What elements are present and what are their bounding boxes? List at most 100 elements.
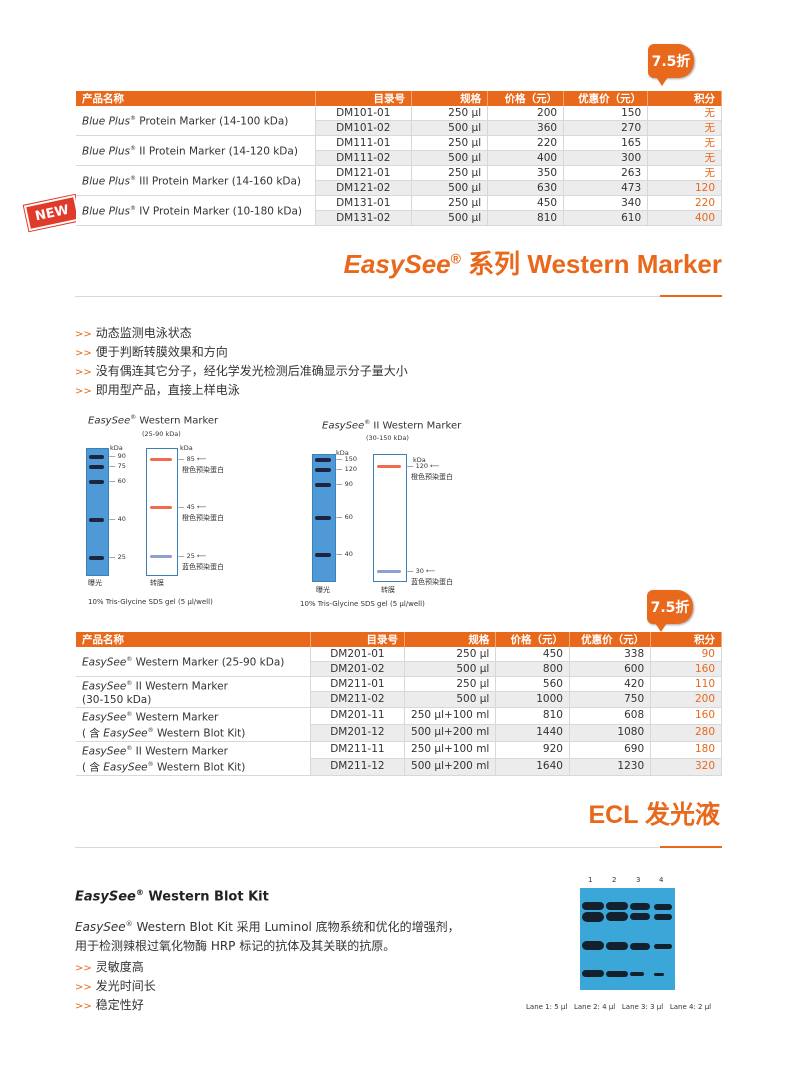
ladder-band [315,458,331,462]
table-cell: 690 [569,741,652,759]
discount-badge-1: 7.5折 [648,44,694,86]
transfer-tick-label: — 25 ⟵ [178,552,207,560]
bullet-arrow-icon: >> [75,386,92,397]
kit-description-1: EasySee® Western Blot Kit 采用 Luminol 底物系… [75,920,460,934]
table-cell: 250 μl [411,165,489,181]
table-header-cell: 目录号 [315,91,412,106]
table-header-cell: 产品名称 [76,91,316,106]
table-cell: 无 [647,135,722,151]
table-row: EasySee® Western Marker( 含 EasySee® West… [76,707,722,742]
bullet-text: 即用型产品，直接上样电泳 [95,383,240,397]
transfer-band [377,465,401,468]
bullet-text: 便于判断转膜效果和方向 [95,345,228,359]
table-cell: 250 μl [404,676,497,693]
table-cell: 250 μl [411,135,489,151]
table-cell: 750 [569,691,652,708]
table-header-cell: 积分 [647,91,722,106]
table-cell: 无 [647,165,722,181]
ladder-band [89,465,104,469]
gel1-lane-label-exposure: 曝光 [88,579,102,587]
ladder-tick-label: — 75 [109,462,126,470]
transfer-tick-label: — 85 ⟵ [178,455,207,463]
transfer-annotation: 橙色预染蛋白 [411,473,453,481]
table-header-cell: 目录号 [310,632,406,647]
ladder-band [89,556,104,560]
table-cell: 630 [487,180,565,196]
table-header-cell: 价格（元） [495,632,570,647]
table-row: Blue Plus® IV Protein Marker (10-180 kDa… [76,195,722,226]
feature-bullet: >>稳定性好 [75,996,144,1013]
ladder-tick-label: — 90 [109,452,126,460]
table-cell: 120 [647,180,722,196]
table-cell: 500 μl [404,661,497,677]
table-cell: 500 μl+200 ml [404,724,497,742]
blot-band [606,912,628,921]
section2-rule [75,847,660,848]
blot-band [582,902,604,910]
transfer-annotation: 橙色预染蛋白 [182,514,224,522]
ecl-section-title: ECL 发光液 [588,801,721,829]
table-cell: 338 [569,647,652,662]
transfer-annotation: 蓝色预染蛋白 [411,578,453,586]
blot-band [582,970,604,977]
table-cell: DM121-01 [315,165,412,181]
table-cell: 810 [487,210,565,226]
ladder-tick-label: — 60 [336,513,353,521]
table-cell: 无 [647,106,722,121]
ladder-tick-label: — 40 [336,550,353,558]
blot-band [630,972,644,976]
table-header-cell: 价格（元） [487,91,565,106]
table-cell: 608 [569,707,652,725]
blot-lane-number: 4 [659,876,664,884]
feature-bullet: >>发光时间长 [75,977,156,994]
table-cell: 300 [563,150,649,166]
table-row: EasySee® II Western Marker(30-150 kDa)DM… [76,676,722,708]
table-cell: DM101-01 [315,106,412,121]
table-cell: 180 [650,741,722,759]
table-cell: DM111-02 [315,150,412,166]
table-cell: 500 μl [411,210,489,226]
table-cell: 165 [563,135,649,151]
product-name-cell: EasySee® Western Marker (25-90 kDa) [76,647,311,677]
table-cell: DM211-11 [310,741,406,759]
table-cell: DM201-12 [310,724,406,742]
blot-lane-number: 2 [612,876,617,884]
blot-lane-number: 1 [588,876,593,884]
ladder-band [315,516,331,520]
product-name-cell: EasySee® II Western Marker(30-150 kDa) [76,676,311,708]
table-cell: 270 [563,120,649,136]
blot-band [654,973,664,976]
kit-heading: EasySee® Western Blot Kit [75,888,269,905]
blot-band [630,913,650,920]
table-cell: 600 [569,661,652,677]
feature-bullet: >>灵敏度高 [75,958,144,975]
table-cell: 500 μl [411,120,489,136]
table-cell: DM201-11 [310,707,406,725]
feature-bullet: >>即用型产品，直接上样电泳 [75,381,240,398]
table-cell: 450 [495,647,570,662]
table-cell: 无 [647,120,722,136]
table-cell: DM211-02 [310,691,406,708]
table-cell: 400 [647,210,722,226]
new-badge: NEW [23,194,81,232]
table-cell: 90 [650,647,722,662]
table-cell: 1000 [495,691,570,708]
blot-band [630,903,650,910]
ladder-band [89,480,104,484]
gel2-unit-left: kDa [336,449,349,457]
table-cell: DM211-12 [310,758,406,776]
table-cell: DM121-02 [315,180,412,196]
table-cell: 610 [563,210,649,226]
table-cell: 1440 [495,724,570,742]
table-cell: 920 [495,741,570,759]
ladder-band [315,468,331,472]
table-cell: 473 [563,180,649,196]
table-row: Blue Plus® II Protein Marker (14-120 kDa… [76,135,722,166]
table-cell: 250 μl [411,106,489,121]
table-cell: DM211-01 [310,676,406,693]
table-cell: DM131-02 [315,210,412,226]
